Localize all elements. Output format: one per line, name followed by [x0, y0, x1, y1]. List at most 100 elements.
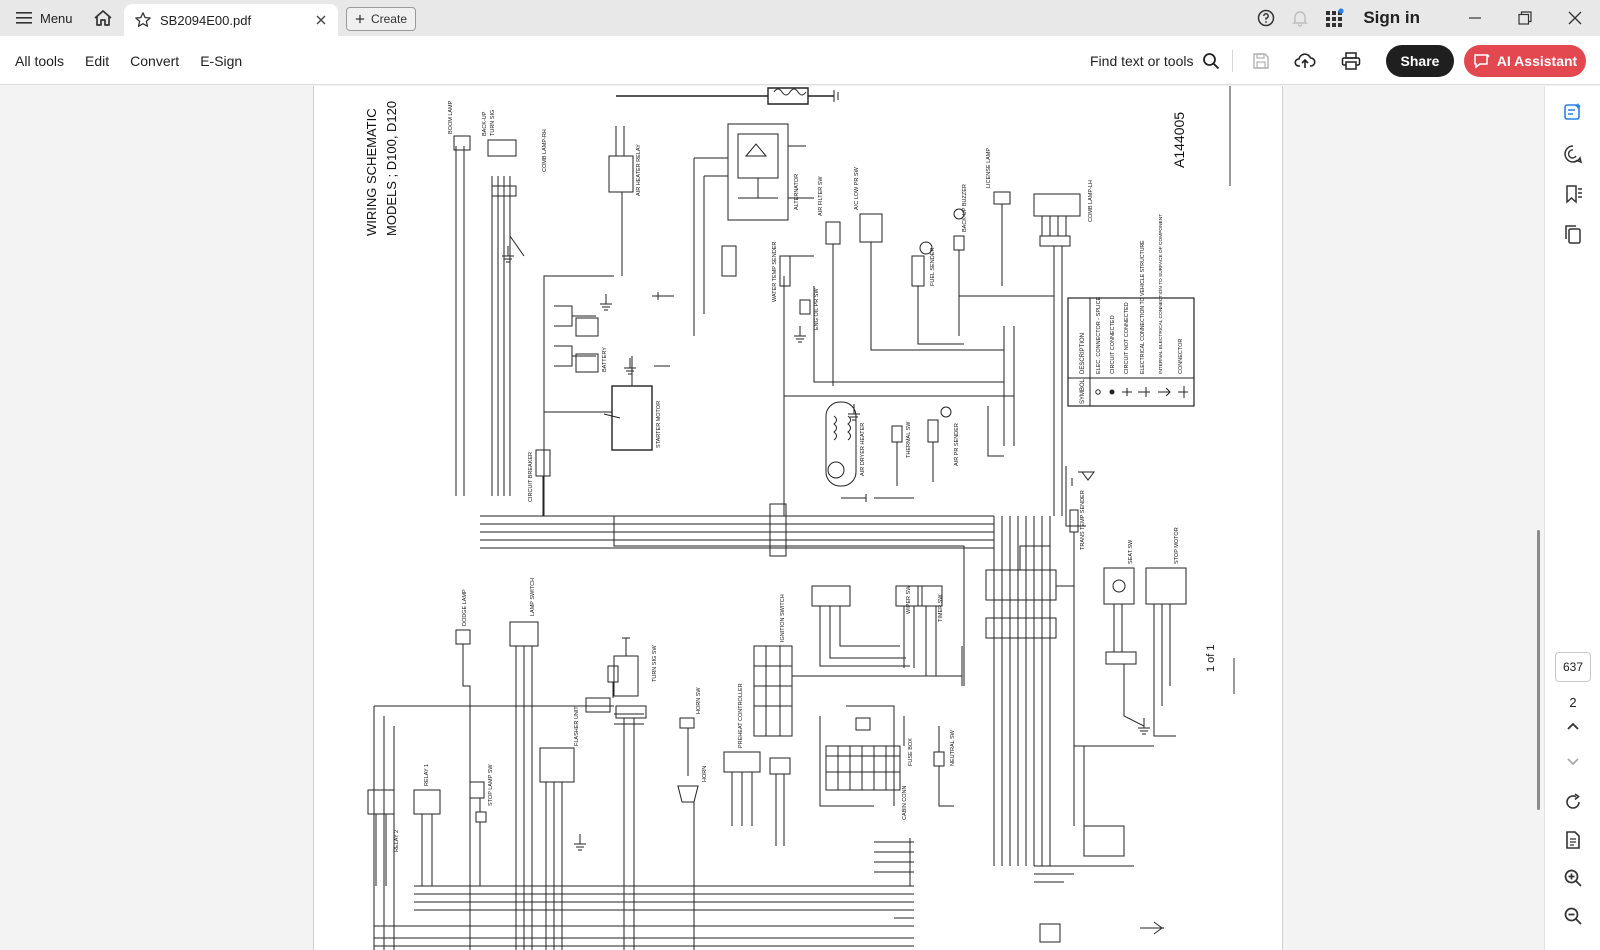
page-fit-button[interactable] — [1559, 826, 1587, 854]
edit-note-icon — [1564, 103, 1581, 120]
apps-button[interactable] — [1317, 0, 1351, 36]
label-fuse-box: FUSE BOX — [908, 738, 914, 766]
label-water-temp-sender: WATER TEMP SENDER — [772, 242, 778, 302]
zoom-out-button[interactable] — [1559, 902, 1587, 930]
label-cabin-conn: CABIN CONN — [902, 785, 908, 820]
schematic-models: MODELS ; D100, D120 — [384, 101, 399, 236]
upload-button[interactable] — [1292, 48, 1318, 74]
page-thumbnails-button[interactable] — [1559, 220, 1587, 248]
create-button[interactable]: Create — [346, 7, 416, 31]
previous-page-button[interactable] — [1559, 712, 1587, 740]
cloud-upload-icon — [1294, 53, 1316, 68]
comments-button[interactable] — [1559, 140, 1587, 168]
menu-convert[interactable]: Convert — [130, 52, 180, 69]
page-fit-icon — [1566, 831, 1580, 849]
bookmarks-button[interactable] — [1559, 180, 1587, 208]
star-icon[interactable] — [134, 11, 152, 29]
search-icon — [1202, 53, 1219, 70]
menu-label: Menu — [40, 10, 73, 26]
print-button[interactable] — [1338, 48, 1364, 74]
label-neutral-sw: NEUTRAL SW — [950, 729, 956, 766]
scrollbar-thumb[interactable] — [1537, 530, 1540, 810]
close-tab-icon[interactable] — [314, 13, 328, 27]
comment-icon — [1564, 145, 1583, 164]
label-preheat-controller: PREHEAT CONTROLLER — [738, 683, 744, 748]
sign-in-button[interactable]: Sign in — [1363, 8, 1420, 27]
label-license-lamp: LICENSE LAMP — [986, 148, 992, 188]
chevron-down-icon — [1567, 758, 1579, 766]
label-seat-sw: SEAT SW — [1128, 539, 1134, 564]
label-wiper-sw: WIPER SW — [906, 585, 912, 614]
label-turn-sig-sw: TURN SIG SW — [652, 645, 658, 682]
vertical-scrollbar[interactable] — [1536, 86, 1542, 950]
save-icon — [1253, 53, 1269, 69]
sheet-label: 1 of 1 — [1205, 644, 1217, 672]
rotate-button[interactable] — [1559, 788, 1587, 816]
label-horn-sw: HORN SW — [696, 687, 702, 714]
label-relay-2: RELAY 2 — [394, 830, 400, 852]
menu-button[interactable]: Menu — [10, 6, 79, 30]
legend-row-3: CIRCUIT NOT CONNECTED — [1124, 302, 1130, 374]
home-button[interactable] — [90, 6, 116, 30]
main-toolbar: All tools Edit Convert E-Sign Find text … — [0, 36, 1600, 85]
share-button[interactable]: Share — [1386, 45, 1454, 77]
label-stop-lamp-sw: STOP LAMP SW — [488, 764, 494, 806]
document-viewer[interactable]: WIRING SCHEMATIC MODELS ; D100, D120 A14… — [0, 86, 1536, 950]
zoom-in-icon — [1564, 869, 1582, 887]
help-button[interactable] — [1249, 0, 1283, 36]
legend-header-description: DESCRIPTION — [1080, 333, 1086, 374]
label-ac-low-pr-sw: A/C LOW PR SW — [854, 166, 860, 210]
right-rail: 637 2 — [1544, 86, 1600, 950]
label-alternator: ALTERNATOR — [794, 174, 800, 210]
label-flasher-unit: FLASHER UNIT — [574, 706, 580, 746]
find-text-or-tools[interactable]: Find text or tools — [1090, 48, 1220, 74]
close-icon — [1568, 11, 1582, 25]
next-page-button[interactable] — [1559, 748, 1587, 776]
copy-pages-icon — [1565, 225, 1581, 244]
toolbar-divider — [1232, 50, 1233, 72]
save-button[interactable] — [1248, 48, 1274, 74]
help-icon — [1258, 9, 1275, 27]
label-stop-motor: STOP MOTOR — [1174, 527, 1180, 564]
restore-button[interactable] — [1500, 0, 1550, 36]
label-thermal-sw: THERMAL SW — [906, 421, 912, 458]
document-tab[interactable]: SB2094E00.pdf — [124, 4, 338, 36]
title-bar: Menu SB2094E00.pdf Create — [0, 0, 1600, 36]
label-eng-oil-pr-sw: ENG OIL PR SW — [814, 288, 820, 330]
close-window-button[interactable] — [1550, 0, 1600, 36]
notifications-button[interactable] — [1283, 0, 1317, 36]
titlebar-right: Sign in — [1249, 0, 1600, 36]
bookmark-icon — [1566, 185, 1582, 204]
label-dodge-lamp: DODGE LAMP — [462, 589, 468, 626]
zoom-out-icon — [1564, 907, 1582, 925]
legend-row-6: CONNECTOR — [1178, 339, 1184, 374]
label-comb-lamp-lh: COMB LAMP-LH — [1088, 180, 1094, 222]
label-trans-temp-sender: TRANS TEMP SENDER — [1080, 490, 1086, 550]
minimize-button[interactable] — [1450, 0, 1500, 36]
comment-ai-button[interactable] — [1559, 98, 1587, 126]
minimize-icon — [1469, 17, 1481, 19]
hamburger-icon — [16, 12, 32, 24]
chevron-up-icon — [1567, 722, 1579, 730]
wiring-schematic: WIRING SCHEMATIC MODELS ; D100, D120 A14… — [364, 86, 1235, 950]
legend-row-4: ELECTRICAL CONNECTION TO VEHICLE STRUCTU… — [1140, 240, 1146, 374]
ai-assistant-icon — [1474, 54, 1490, 69]
label-air-dryer-heater: AIR DRYER HEATER — [860, 423, 866, 476]
ai-assistant-button[interactable]: AI Assistant — [1464, 45, 1586, 77]
menu-all-tools[interactable]: All tools — [15, 52, 65, 69]
menu-e-sign[interactable]: E-Sign — [200, 52, 243, 69]
apps-grid-icon — [1326, 8, 1344, 27]
home-icon — [94, 10, 112, 26]
create-label: Create — [370, 12, 407, 26]
current-page-input[interactable]: 637 — [1555, 652, 1591, 682]
label-lamp-switch: LAMP SWITCH — [530, 578, 536, 616]
restore-icon — [1518, 11, 1532, 25]
zoom-in-button[interactable] — [1559, 864, 1587, 892]
rotate-icon — [1566, 793, 1580, 809]
label-air-pr-sender: AIR PR SENDER — [954, 423, 960, 466]
label-back-up-buzzer: BACK-UP BUZZER — [962, 184, 968, 232]
label-comb-lamp-rh: COMB LAMP-RH — [542, 129, 548, 172]
bell-icon — [1292, 11, 1309, 27]
menu-edit[interactable]: Edit — [85, 52, 110, 69]
label-starter-motor: STARTER MOTOR — [656, 401, 662, 448]
